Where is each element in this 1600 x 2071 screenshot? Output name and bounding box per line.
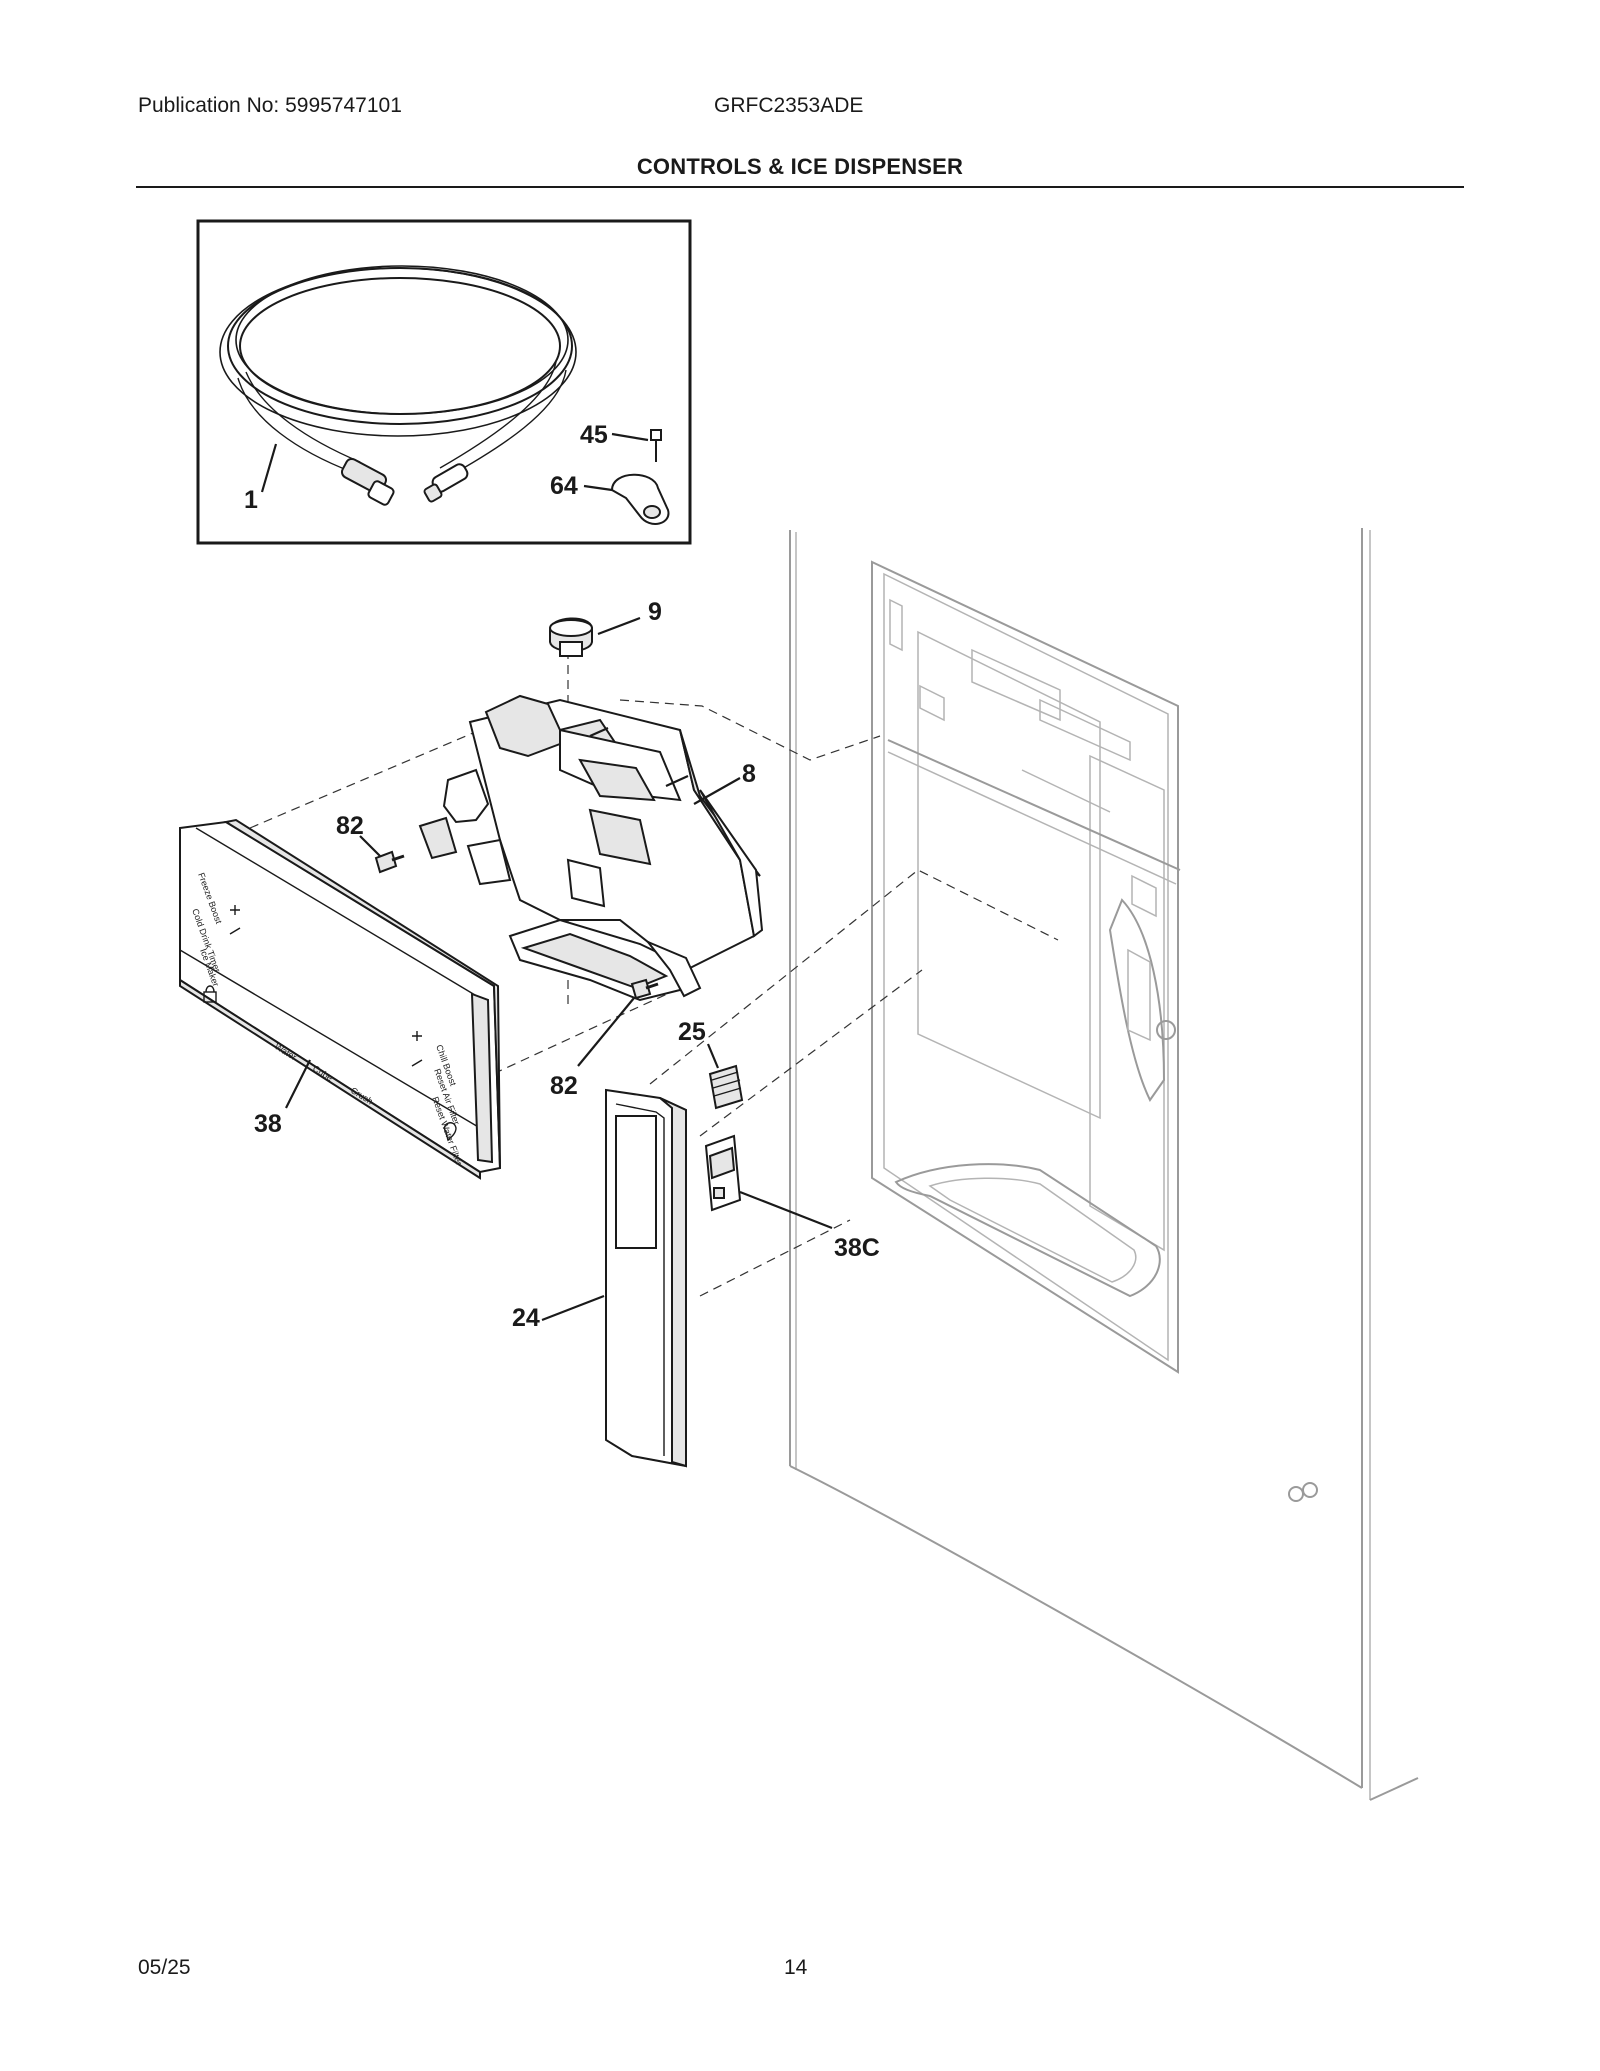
screw-45 bbox=[650, 429, 662, 462]
light-icon bbox=[443, 1122, 457, 1142]
refrigerator-door-outline bbox=[789, 528, 1419, 1801]
part-38c-switch bbox=[704, 1134, 833, 1230]
part-9-cap bbox=[549, 616, 641, 657]
callout-1: 1 bbox=[244, 486, 258, 514]
water-tube-coil bbox=[219, 265, 577, 506]
part-82-screw-lower bbox=[577, 978, 659, 1067]
header-divider bbox=[136, 186, 1464, 188]
part-8-dispenser-housing bbox=[418, 694, 764, 1002]
tube-clamp-64 bbox=[610, 473, 670, 525]
callout-25: 25 bbox=[678, 1018, 706, 1046]
publication-number: Publication No: 5995747101 bbox=[138, 94, 402, 117]
callout-8: 8 bbox=[742, 760, 756, 788]
part-38-control-panel: Freeze Boost Cold Drink Timer Ice Maker … bbox=[179, 818, 502, 1180]
callout-9: 9 bbox=[648, 598, 662, 626]
lock-icon bbox=[203, 985, 217, 1003]
footer-page-number: 14 bbox=[784, 1956, 808, 1979]
part-82-screw-upper bbox=[359, 835, 405, 874]
inset-box: 1 45 64 bbox=[196, 219, 692, 545]
part-25-spring bbox=[706, 1043, 744, 1110]
callout-24: 24 bbox=[512, 1304, 540, 1332]
page-title: CONTROLS & ICE DISPENSER bbox=[636, 154, 964, 179]
callout-45: 45 bbox=[580, 421, 608, 449]
model-number: GRFC2353ADE bbox=[714, 94, 864, 117]
callout-82-upper: 82 bbox=[336, 812, 364, 840]
callout-82-lower: 82 bbox=[550, 1072, 578, 1100]
callout-38c: 38C bbox=[834, 1234, 880, 1262]
callout-64: 64 bbox=[550, 472, 578, 500]
footer-date: 05/25 bbox=[138, 1956, 191, 1979]
part-24-paddle-cover bbox=[541, 1088, 687, 1468]
callout-38: 38 bbox=[254, 1110, 282, 1138]
